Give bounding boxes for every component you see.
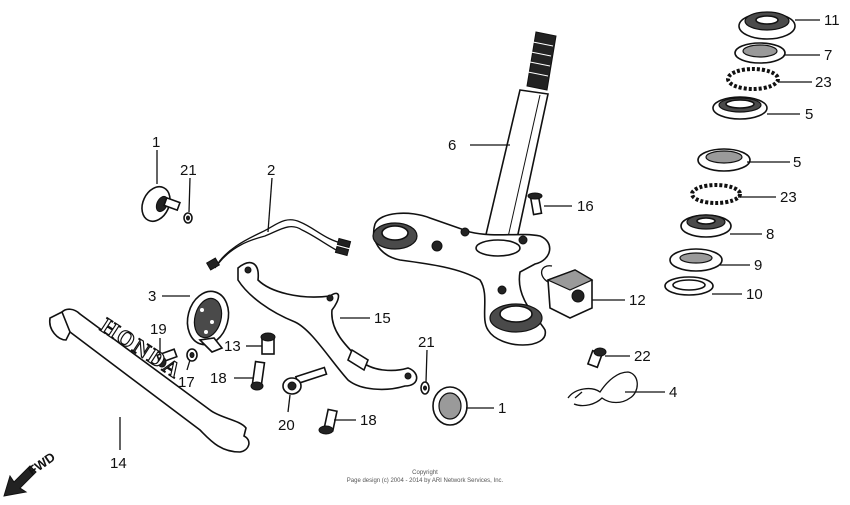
part-3-horn[interactable] — [182, 287, 235, 353]
part-18-bolt-upper[interactable] — [250, 360, 266, 391]
part-22-bolt[interactable] — [586, 347, 607, 369]
callout-15[interactable]: 15 — [374, 310, 391, 327]
part-18-bolt-lower[interactable] — [318, 408, 338, 435]
callout-12[interactable]: 12 — [629, 292, 646, 309]
part-8-bottom-cone-race[interactable] — [680, 214, 732, 238]
part-9-dust-seal[interactable] — [669, 248, 723, 272]
part-23-steel-balls-lower[interactable] — [690, 183, 742, 205]
callout-13[interactable]: 13 — [224, 338, 241, 355]
callout-10[interactable]: 10 — [746, 286, 763, 303]
callout-23-upper[interactable]: 23 — [815, 74, 832, 91]
part-19-bolt[interactable] — [156, 348, 178, 368]
leader-lines — [119, 19, 820, 450]
callout-numbers: 11 7 23 5 6 5 23 16 8 9 10 12 1 21 2 3 1… — [110, 12, 840, 472]
part-21-washer-lower[interactable] — [420, 381, 430, 395]
callout-3[interactable]: 3 — [148, 288, 156, 305]
part-11-adjusting-nut[interactable] — [738, 11, 796, 40]
part-10-washer[interactable] — [664, 276, 714, 296]
callout-19[interactable]: 19 — [150, 321, 167, 338]
part-13-bolt[interactable] — [260, 332, 276, 355]
forward-direction-arrow: FWD — [3, 449, 58, 497]
callout-20[interactable]: 20 — [278, 417, 295, 434]
callout-21-lower[interactable]: 21 — [418, 334, 435, 351]
callout-23-lower[interactable]: 23 — [780, 189, 797, 206]
callout-1-upper[interactable]: 1 — [152, 134, 160, 151]
part-2-wire-harness[interactable] — [205, 219, 352, 271]
fwd-label: FWD — [25, 449, 58, 478]
part-20-bolt[interactable] — [282, 366, 328, 395]
callout-9[interactable]: 9 — [754, 257, 762, 274]
part-16-bolt[interactable] — [527, 192, 543, 216]
callout-21-upper[interactable]: 21 — [180, 162, 197, 179]
part-6-steering-stem[interactable] — [372, 31, 557, 346]
callout-8[interactable]: 8 — [766, 226, 774, 243]
callout-6[interactable]: 6 — [448, 137, 456, 154]
part-17-washer[interactable] — [186, 348, 198, 362]
copyright-line-1: Copyright — [412, 470, 438, 476]
callout-2[interactable]: 2 — [267, 162, 275, 179]
copyright-line-2: Page design (c) 2004 - 2014 by ARI Netwo… — [347, 478, 504, 484]
callout-14[interactable]: 14 — [110, 455, 127, 472]
callout-7[interactable]: 7 — [824, 47, 832, 64]
callout-18-upper[interactable]: 18 — [210, 370, 227, 387]
callout-22[interactable]: 22 — [634, 348, 651, 365]
part-4-spring-clip[interactable] — [567, 371, 638, 407]
part-23-steel-balls-upper[interactable] — [726, 67, 780, 91]
part-1-cap-left[interactable] — [137, 182, 181, 226]
part-5-ball-race-upper[interactable] — [712, 96, 768, 120]
part-12-steering-lock[interactable] — [541, 265, 594, 319]
callout-4[interactable]: 4 — [669, 384, 677, 401]
part-15-headlight-bracket[interactable] — [237, 261, 418, 391]
callout-11[interactable]: 11 — [824, 12, 840, 29]
part-1-cap-lower[interactable] — [432, 386, 468, 426]
part-5-ball-race-lower[interactable] — [697, 148, 751, 172]
callout-5-lower[interactable]: 5 — [793, 154, 801, 171]
part-7-top-cone-race[interactable] — [734, 42, 786, 64]
callout-16[interactable]: 16 — [577, 198, 594, 215]
callout-5-upper[interactable]: 5 — [805, 106, 813, 123]
callout-1-lower[interactable]: 1 — [498, 400, 506, 417]
callout-18-lower[interactable]: 18 — [360, 412, 377, 429]
callout-17[interactable]: 17 — [178, 374, 195, 391]
part-21-washer-left[interactable] — [183, 212, 193, 224]
